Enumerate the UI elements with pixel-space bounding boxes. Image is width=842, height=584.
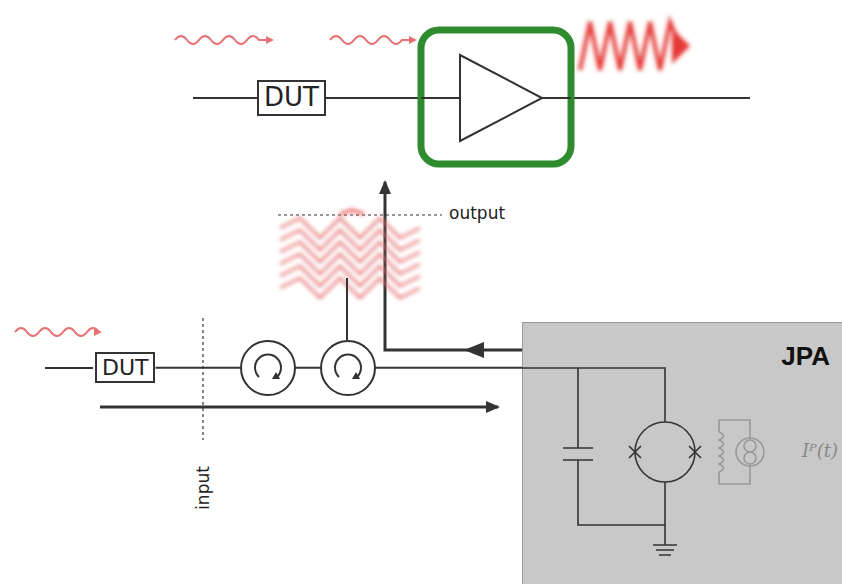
circulator <box>241 341 295 395</box>
output-plane <box>278 214 442 215</box>
source-label: Iᴾ(t) <box>802 440 838 461</box>
amplified-wave <box>580 22 690 70</box>
circulator <box>321 341 375 395</box>
signal-wave <box>330 36 415 44</box>
device-box: DUT <box>95 352 155 383</box>
device-box: DUT <box>257 80 326 116</box>
output-path <box>385 182 522 350</box>
input-plane <box>202 318 203 440</box>
signal-line <box>542 97 571 99</box>
highlight-frame <box>421 30 571 164</box>
box-label: DUT <box>102 355 148 380</box>
signal-wave <box>175 36 272 44</box>
arrow-head <box>464 342 484 358</box>
plane-label: output <box>449 203 505 223</box>
signal-wave <box>15 328 100 336</box>
port-line <box>346 278 348 340</box>
jpa-panel: JPA <box>522 322 842 584</box>
box-label: DUT <box>264 83 319 113</box>
plane-label: input <box>193 466 213 510</box>
amplifier-symbol <box>460 55 542 141</box>
panel-title: JPA <box>781 341 830 372</box>
reflected-wave <box>280 210 420 298</box>
signal-line <box>45 367 93 369</box>
signal-line <box>421 97 460 99</box>
input-arrow <box>100 406 498 409</box>
